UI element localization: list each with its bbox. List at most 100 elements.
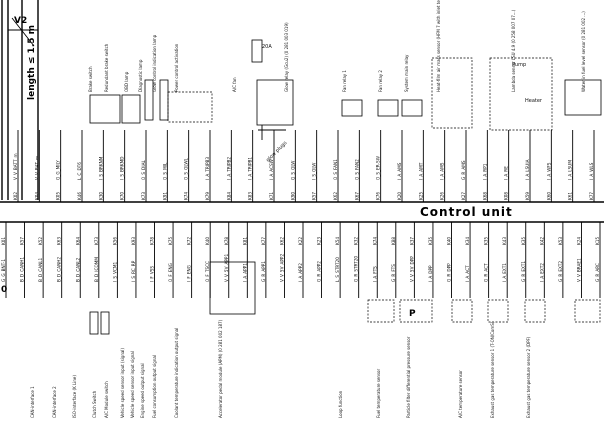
top-component-label: Diagnostic lamp bbox=[138, 59, 143, 92]
top-pin-label: O_S_ER-SW bbox=[376, 156, 381, 180]
bottom-component-label: Loop function bbox=[338, 390, 343, 418]
top-pin-number: K59 bbox=[525, 192, 530, 200]
top-pin-number: K30 bbox=[98, 192, 103, 200]
bottom-pin-number: K34 bbox=[465, 237, 470, 245]
bottom-component-label: Engine speed output signal bbox=[140, 363, 145, 418]
diag-lamp-box bbox=[159, 79, 169, 121]
bottom-pin-number: K78 bbox=[150, 237, 155, 245]
bottom-pin-number: K88 bbox=[391, 237, 396, 245]
top-pin-label: L_C_DT6 bbox=[77, 162, 82, 180]
bottom-pin-number: K93 bbox=[131, 237, 136, 245]
bottom-pin-label: B_D_ICOMM bbox=[94, 257, 99, 282]
bottom-component-label: Coolant temperature indication output si… bbox=[174, 328, 179, 418]
apm-box bbox=[209, 261, 256, 315]
top-pin-number: K68 bbox=[482, 192, 487, 200]
fan-relay-1-box bbox=[341, 99, 363, 117]
top-pin-label: O_S_DIAL bbox=[141, 160, 146, 180]
top-pin-number: K91 bbox=[162, 192, 167, 200]
bottom-pin-label: G_R_DPP bbox=[447, 263, 452, 282]
bottom-component-label: CAN-interface 2 bbox=[52, 386, 57, 418]
top-pin-label: I_S_BRKNM bbox=[98, 156, 103, 180]
top-component-label: System main relay bbox=[404, 54, 409, 92]
top-pin-number: K57 bbox=[312, 192, 317, 200]
glow-relay-box bbox=[256, 79, 294, 126]
bottom-component-label: Exhaust gas temperature sensor 2 (DPF) bbox=[526, 336, 531, 418]
bottom-component-label: A/C temperature sensor bbox=[458, 370, 463, 418]
top-pin-label: I_A_LSUM bbox=[568, 160, 573, 180]
bottom-pin-number: K22 bbox=[298, 237, 303, 245]
top-pin-number: K26 bbox=[440, 192, 445, 200]
bottom-pin-number: K40 bbox=[447, 237, 452, 245]
bottom-pin-label: I_A_ACT bbox=[465, 265, 470, 282]
bottom-pin-number: K74 bbox=[372, 237, 377, 245]
heater-label: Heater bbox=[525, 98, 543, 104]
bottom-pin-number: K75 bbox=[168, 237, 173, 245]
bottom-pin-label: G_G_BNT-1 bbox=[1, 259, 6, 282]
bottom-pin-label: I_F_ENG bbox=[187, 265, 192, 282]
bottom-pin-label: G_R_ACT bbox=[484, 263, 489, 282]
top-pin-label: G_S_GLW bbox=[290, 161, 295, 180]
top-pin-label: V_V_BATT_m bbox=[13, 153, 18, 180]
bottom-pin-number: K40 bbox=[205, 237, 210, 245]
top-component-label: Heat-film air mass sensor (HFM 7 with in… bbox=[436, 0, 441, 92]
top-pin-number: K84 bbox=[226, 192, 231, 200]
bottom-pin-label: B_D_CANL2 bbox=[75, 257, 80, 282]
wif-box bbox=[564, 79, 602, 116]
top-pin-number: K61 bbox=[568, 192, 573, 200]
bottom-pin-number: K63 bbox=[57, 237, 62, 245]
top-pin-number: K90 bbox=[290, 192, 295, 200]
bottom-pin-label: B_D_CANH1 bbox=[20, 257, 25, 282]
p-symbol: P bbox=[409, 309, 416, 319]
top-pin-label: I_A_ACSW bbox=[269, 159, 274, 180]
bottom-pin-number: K54 bbox=[335, 237, 340, 245]
top-pin-label: I_A_AMS bbox=[440, 162, 445, 180]
fuse-box bbox=[251, 39, 263, 63]
fts-box bbox=[367, 299, 395, 323]
top-pin-label: I_A_TRIPB3 bbox=[205, 157, 210, 180]
bottom-pin-label: I_F_VSS bbox=[150, 266, 155, 282]
bottom-pin-label: I_A_FTS bbox=[372, 266, 377, 282]
bottom-pin-label: V_V_5V_APP1 bbox=[224, 254, 229, 282]
obd-lamp-box bbox=[144, 79, 154, 121]
top-component-label: Fan relay 2 bbox=[378, 70, 383, 92]
top-pin-number: K70 bbox=[120, 192, 125, 200]
bottom-pin-number: K35 bbox=[484, 237, 489, 245]
top-component-label: Glow control indication lamp bbox=[152, 34, 157, 92]
bottom-pin-label: B_D_CANH2 bbox=[57, 257, 62, 282]
top-pin-label: I_S_BRKMD bbox=[120, 157, 125, 180]
bottom-pin-number: K57 bbox=[20, 237, 25, 245]
top-pin-number: K73 bbox=[141, 192, 146, 200]
top-pin-number: K67 bbox=[354, 192, 359, 200]
bottom-pin-label: G_R_STRT20 bbox=[354, 256, 359, 282]
top-pin-label: I_A_RP1 bbox=[482, 163, 487, 180]
top-pin-label: G_R_AMS bbox=[461, 160, 466, 180]
top-pin-label: G_G_MILY bbox=[56, 160, 61, 180]
bottom-component-label: Fuel consumption output signal bbox=[152, 355, 157, 418]
bottom-pin-label: I_S_RC_RP bbox=[131, 260, 136, 282]
lambda-box bbox=[489, 57, 553, 131]
top-pin-number: K60 bbox=[546, 192, 551, 200]
bottom-pin-number: K43 bbox=[502, 237, 507, 245]
fuse-rating: 20A bbox=[262, 44, 272, 50]
top-pin-number: K27 bbox=[461, 192, 466, 200]
top-pin-number: K77 bbox=[589, 192, 594, 200]
bottom-pin-label: G_R_APP1 bbox=[261, 261, 266, 282]
top-pin-number: K25 bbox=[418, 192, 423, 200]
bottom-pin-label: I_A_EXT2 bbox=[539, 263, 544, 282]
control-unit-title: Control unit bbox=[420, 205, 513, 219]
hfm-box bbox=[431, 57, 473, 129]
bottom-pin-number: K37 bbox=[409, 237, 414, 245]
top-pin-number: K83 bbox=[248, 192, 253, 200]
bottom-pin-number: K77 bbox=[261, 237, 266, 245]
act-box bbox=[451, 299, 473, 323]
dpp-box bbox=[399, 299, 433, 323]
ac-switch-box bbox=[100, 311, 110, 335]
top-pin-number: K20 bbox=[397, 192, 402, 200]
top-pin-number: K46 bbox=[77, 192, 82, 200]
top-pin-label: O_S_GLWL bbox=[184, 158, 189, 180]
top-component-label: Lambda sensor LSU 4.9 (0 258 007 07...) bbox=[511, 9, 516, 92]
bottom-pin-label: L_S_STRT20 bbox=[335, 257, 340, 282]
top-component-label: Power control activation bbox=[174, 43, 179, 92]
